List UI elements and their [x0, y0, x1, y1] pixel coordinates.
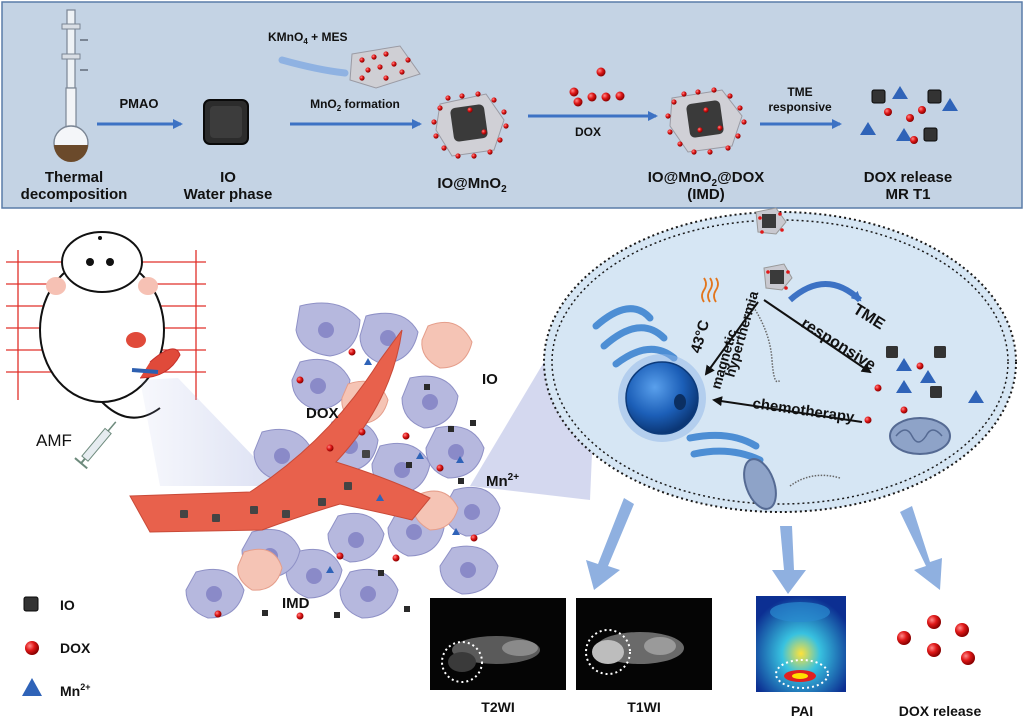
- tissue-mn-label: Mn2+: [486, 472, 519, 490]
- arrow-to-t2wi: [586, 498, 634, 590]
- legend-io-label: IO: [60, 597, 75, 613]
- chemotherapy-arrow: [712, 396, 863, 423]
- dox-release-icon: [897, 615, 975, 665]
- tissue-imd-label: IMD: [282, 595, 310, 612]
- reagent-arrow: [278, 56, 349, 77]
- step1-label-1: Thermal: [45, 169, 103, 186]
- step4-label-2: (IMD): [687, 186, 725, 203]
- tme-response-arrow: [763, 299, 872, 374]
- step5-label-2: MR T1: [886, 186, 931, 203]
- zoom-beam-mouse: [140, 378, 282, 486]
- mouse-icon: [39, 231, 181, 419]
- hyperthermia-arrow: [704, 301, 759, 376]
- step4-label-1: IO@MnO2@DOX: [648, 169, 765, 189]
- legend-mn-label: Mn2+: [60, 682, 90, 699]
- t1wi-label: T1WI: [627, 699, 660, 715]
- t2wi-image: [430, 598, 566, 690]
- arrow-tme-label-2: responsive: [768, 100, 832, 114]
- io-mno2-particle-icon: [431, 91, 509, 159]
- step1-label-2: decomposition: [21, 186, 128, 203]
- step3-label: IO@MnO2: [437, 175, 507, 195]
- arrow-dox-label: DOX: [575, 125, 601, 139]
- pai-image: [756, 596, 846, 692]
- syringe-icon: [74, 421, 117, 470]
- arrow-tme-label-1: TME: [787, 85, 812, 99]
- pai-label: PAI: [791, 703, 813, 719]
- mno2-sheet-icon: [349, 45, 421, 89]
- reagent-label: KMnO4 + MES: [268, 30, 347, 46]
- nucleus-icon: [618, 354, 706, 442]
- io-cube-icon: [203, 99, 249, 145]
- legend-mn-icon: [22, 678, 42, 696]
- entering-imd-particles: [755, 207, 793, 291]
- step2-label-2: Water phase: [184, 186, 273, 203]
- tumor-tissue: [185, 302, 501, 619]
- legend-io-icon: [23, 596, 39, 612]
- t2wi-label: T2WI: [481, 699, 514, 715]
- tissue-dox-label: DOX: [306, 405, 339, 422]
- step5-label-1: DOX release: [864, 169, 952, 186]
- heat-icon: [701, 277, 719, 303]
- top-panel-background: [1, 1, 1023, 209]
- arrow-to-pai: [772, 526, 806, 594]
- tissue-dox: [214, 348, 478, 620]
- blood-vessel: [129, 329, 431, 533]
- vessel-particles: [180, 450, 370, 522]
- arrow-to-dox-release: [900, 506, 942, 590]
- tissue-io-label: IO: [482, 371, 498, 388]
- dox-release-label: DOX release: [899, 703, 982, 719]
- amf-label: AMF: [36, 431, 72, 450]
- golgi-icon: [592, 305, 764, 464]
- dox-molecules-icon: [569, 67, 625, 107]
- t1wi-image: [576, 598, 712, 690]
- step2-label-1: IO: [220, 169, 236, 186]
- imd-particle-icon: [665, 87, 747, 155]
- release-products-icon: [860, 86, 958, 144]
- legend-dox-icon: [25, 641, 39, 655]
- tme-curved-arrow: [788, 281, 863, 303]
- tissue-mn: [326, 358, 464, 573]
- legend: IO DOX Mn2+: [22, 596, 91, 699]
- reflux-flask-icon: [53, 9, 89, 162]
- mitochondria-icon: [743, 417, 951, 510]
- er-strand-icon: [749, 301, 841, 487]
- legend-dox-label: DOX: [60, 640, 91, 656]
- arrow-mno2-label: MnO2 formation: [310, 97, 400, 113]
- cell-release-products: [864, 346, 984, 424]
- arrow-pmao-label: PMAO: [120, 96, 159, 111]
